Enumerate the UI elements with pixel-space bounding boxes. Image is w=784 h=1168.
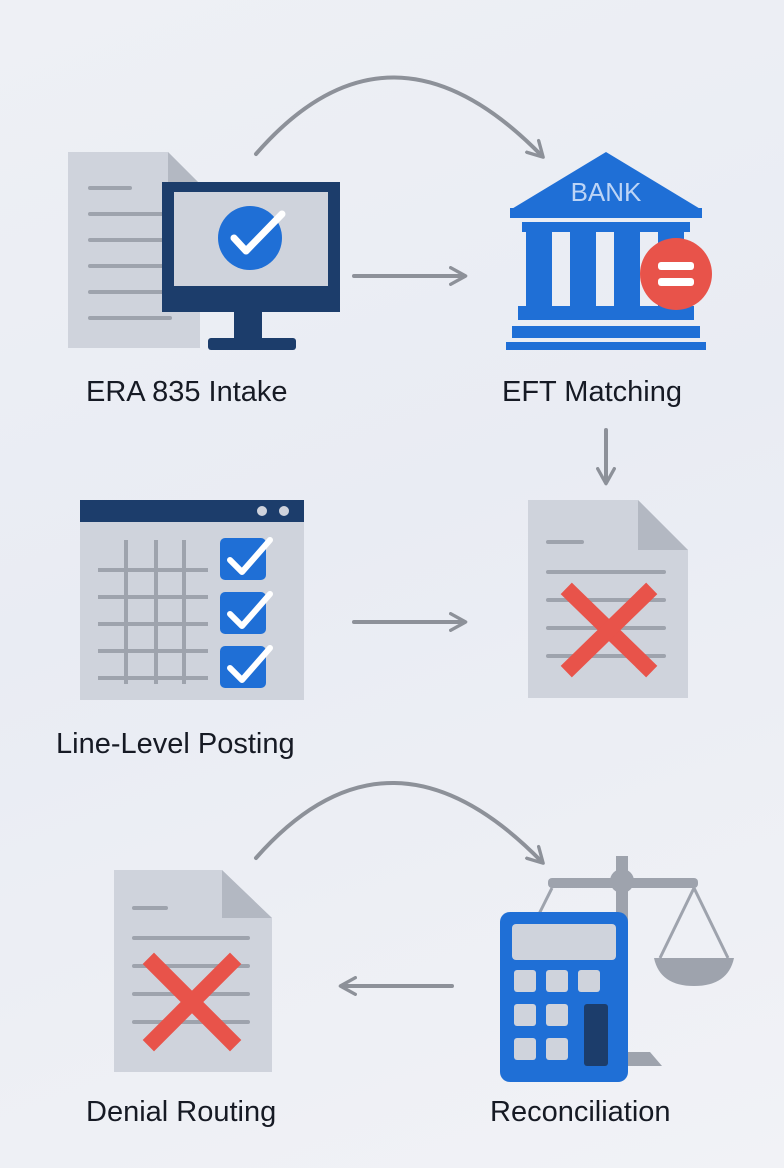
checkmark-icon (218, 206, 286, 270)
era-intake-icon (68, 152, 340, 350)
bank-icon: BANK (506, 152, 712, 350)
equals-badge-icon (640, 238, 712, 310)
checkbox-icon (220, 537, 273, 580)
step-label-era-intake: ERA 835 Intake (86, 376, 288, 408)
step-label-line-level-posting: Line-Level Posting (56, 728, 295, 760)
arrow-denial-to-reconciliation-curved (254, 781, 545, 865)
x-mark-icon (142, 952, 242, 1052)
bank-text: BANK (571, 177, 642, 207)
arrow-intake-to-eft-curved (254, 75, 545, 159)
flow-arrows (254, 75, 616, 996)
rejected-document-icon (528, 500, 688, 698)
calculator-icon (500, 912, 628, 1082)
checkbox-icon (220, 591, 273, 634)
checkbox-icon (220, 645, 273, 688)
x-mark-icon (560, 582, 658, 678)
rejected-document-icon (114, 870, 272, 1072)
step-label-denial-routing: Denial Routing (86, 1096, 277, 1128)
step-label-eft-matching: EFT Matching (502, 376, 682, 408)
step-label-reconciliation: Reconciliation (490, 1096, 671, 1128)
spreadsheet-icon (80, 500, 304, 700)
